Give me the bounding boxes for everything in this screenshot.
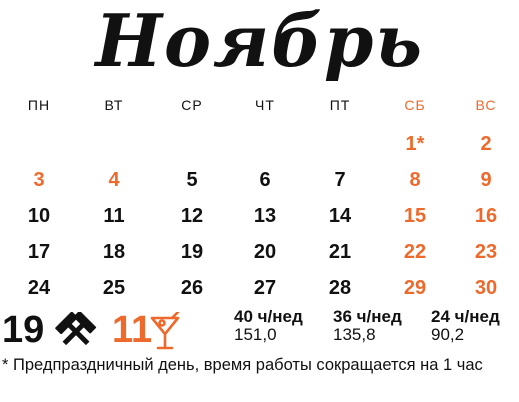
day-cell: 15 xyxy=(403,205,427,227)
day-cell: 3 xyxy=(33,169,45,191)
weekday-header-weekend: СБ xyxy=(404,97,426,113)
hours-label: 24 ч/нед xyxy=(431,307,500,326)
day-cell: 30 xyxy=(474,277,498,299)
day-cell: 21 xyxy=(328,241,352,263)
hours-40: 40 ч/нед 151,0 xyxy=(234,308,303,344)
work-days-count: 19 xyxy=(2,309,45,351)
day-cell: 22 xyxy=(403,241,427,263)
hours-24: 24 ч/нед 90,2 xyxy=(431,308,500,344)
weekday-header-weekend: ВС xyxy=(475,97,497,113)
day-cell: 14 xyxy=(328,205,352,227)
hours-36: 36 ч/нед 135,8 xyxy=(333,308,402,344)
month-title: Ноябрь xyxy=(0,0,519,82)
weekday-header: ПТ xyxy=(329,97,351,113)
month-title-text: Ноябрь xyxy=(95,0,424,83)
day-cell: 13 xyxy=(253,205,277,227)
day-cell: 8 xyxy=(409,169,421,191)
week-row: 3 4 5 6 7 8 9 xyxy=(0,162,519,198)
day-cell: 9 xyxy=(480,169,492,191)
day-cell: 24 xyxy=(27,277,51,299)
day-cell: 25 xyxy=(102,277,126,299)
week-row: 24 25 26 27 28 29 30 xyxy=(0,270,519,306)
day-cell: 20 xyxy=(253,241,277,263)
hours-label: 40 ч/нед xyxy=(234,307,303,326)
day-cell: 5 xyxy=(186,169,198,191)
day-cell: 1* xyxy=(405,133,425,155)
day-cell: 23 xyxy=(474,241,498,263)
day-cell: 19 xyxy=(180,241,204,263)
day-cell: 29 xyxy=(403,277,427,299)
week-row: 1* 2 xyxy=(0,126,519,162)
day-cell: 16 xyxy=(474,205,498,227)
day-cell: 27 xyxy=(253,277,277,299)
week-row: 10 11 12 13 14 15 16 xyxy=(0,198,519,234)
day-cell: 18 xyxy=(102,241,126,263)
weekday-header-row: ПН ВТ СР ЧТ ПТ СБ ВС xyxy=(0,90,519,126)
day-cell: 4 xyxy=(108,169,120,191)
week-row: 17 18 19 20 21 22 23 xyxy=(0,234,519,270)
hours-value: 151,0 xyxy=(234,325,277,344)
summary-bar: 19 11 40 ч/нед 151,0 36 ч/нед 135,8 xyxy=(0,304,519,354)
weekday-header: ПН xyxy=(27,97,51,113)
hours-value: 90,2 xyxy=(431,325,465,344)
day-cell: 17 xyxy=(27,241,51,263)
weekday-header: СР xyxy=(181,97,203,113)
day-cell: 10 xyxy=(27,205,51,227)
hours-value: 135,8 xyxy=(333,325,376,344)
day-cell: 6 xyxy=(259,169,271,191)
days-off-count: 11 xyxy=(112,309,153,351)
weekday-header: ВТ xyxy=(104,97,124,113)
day-cell: 28 xyxy=(328,277,352,299)
day-cell: 7 xyxy=(334,169,346,191)
hours-label: 36 ч/нед xyxy=(333,307,402,326)
day-cell: 26 xyxy=(180,277,204,299)
footnote: * Предпраздничный день, время работы сок… xyxy=(2,356,483,374)
weekday-header: ЧТ xyxy=(255,97,275,113)
day-cell: 2 xyxy=(480,133,492,155)
hammers-icon xyxy=(55,312,97,346)
day-cell: 11 xyxy=(103,205,125,227)
day-cell: 12 xyxy=(180,205,204,227)
cocktail-icon xyxy=(150,312,180,350)
